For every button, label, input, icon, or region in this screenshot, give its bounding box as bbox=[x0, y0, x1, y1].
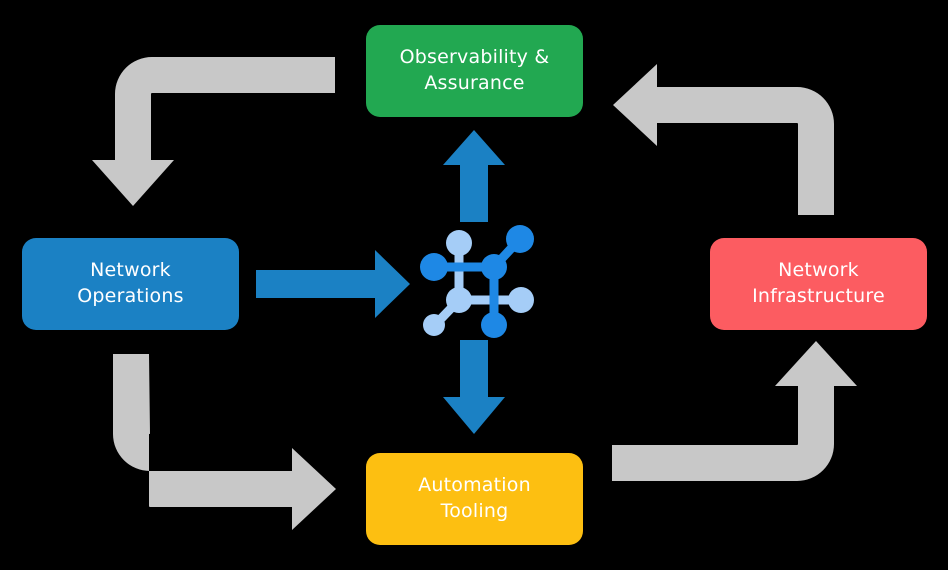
connector-operations-to-automation bbox=[113, 354, 336, 530]
node-network-operations[interactable]: Network Operations bbox=[22, 238, 239, 330]
connector-observability-to-operations bbox=[92, 57, 335, 206]
topology-nodes-secondary bbox=[423, 230, 534, 336]
node-observability-assurance[interactable]: Observability & Assurance bbox=[366, 25, 583, 117]
connector-operations-to-center bbox=[256, 250, 410, 318]
connector-infrastructure-to-observability bbox=[613, 64, 834, 215]
node-network-infrastructure[interactable]: Network Infrastructure bbox=[710, 238, 927, 330]
topology-nodes-primary bbox=[420, 225, 534, 338]
connector-center-to-observability bbox=[443, 130, 505, 222]
connector-center-to-automation bbox=[443, 340, 505, 434]
node-automation-tooling[interactable]: Automation Tooling bbox=[366, 453, 583, 545]
connector-automation-to-infrastructure bbox=[612, 341, 857, 481]
